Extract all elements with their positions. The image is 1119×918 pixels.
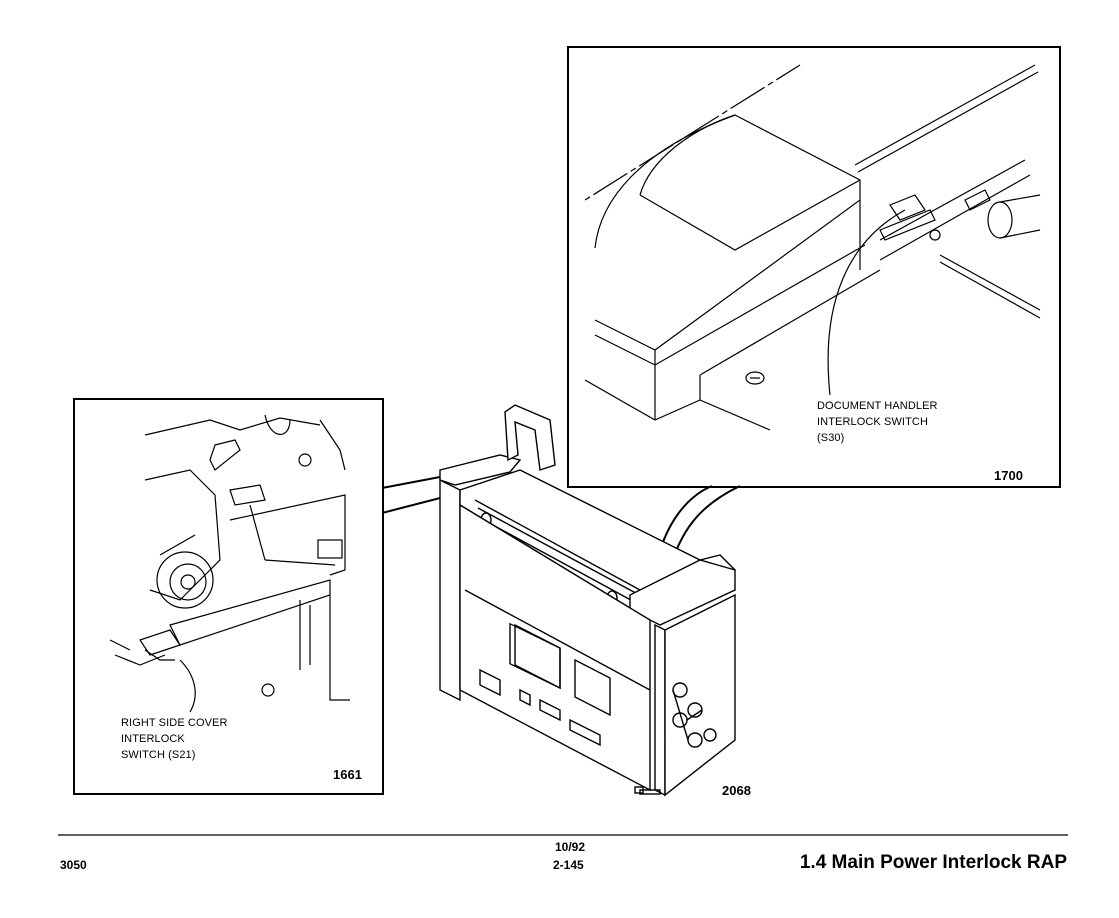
callout-line: INTERLOCK SWITCH <box>817 416 928 428</box>
detail-frame-right-side-cover: RIGHT SIDE COVER INTERLOCK SWITCH (S21) … <box>73 398 384 795</box>
footer-page-number: 2-145 <box>553 858 584 872</box>
left-connector-lines <box>381 476 445 514</box>
callout-line: RIGHT SIDE COVER <box>121 717 228 729</box>
footer-section-title: 1.4 Main Power Interlock RAP <box>799 852 1067 873</box>
callout-line: (S30) <box>817 432 845 444</box>
footer-date: 10/92 <box>555 840 586 854</box>
callout-document-handler-interlock: DOCUMENT HANDLER INTERLOCK SWITCH (S30) <box>817 398 938 446</box>
detail-frame-document-handler: DOCUMENT HANDLER INTERLOCK SWITCH (S30) … <box>567 46 1061 488</box>
machine-illustration <box>439 404 736 797</box>
figure-number: 1661 <box>333 767 362 782</box>
callout-right-side-cover-interlock: RIGHT SIDE COVER INTERLOCK SWITCH (S21) <box>121 715 228 763</box>
figure-number-main: 2068 <box>722 783 751 798</box>
callout-line: DOCUMENT HANDLER <box>817 400 938 412</box>
figure-number: 1700 <box>994 468 1023 483</box>
footer-model: 3050 <box>60 858 87 872</box>
callout-line: SWITCH (S21) <box>121 749 196 761</box>
callout-line: INTERLOCK <box>121 733 185 745</box>
document-handler-detail-drawing <box>584 64 1041 431</box>
right-side-cover-detail-drawing <box>109 414 350 713</box>
